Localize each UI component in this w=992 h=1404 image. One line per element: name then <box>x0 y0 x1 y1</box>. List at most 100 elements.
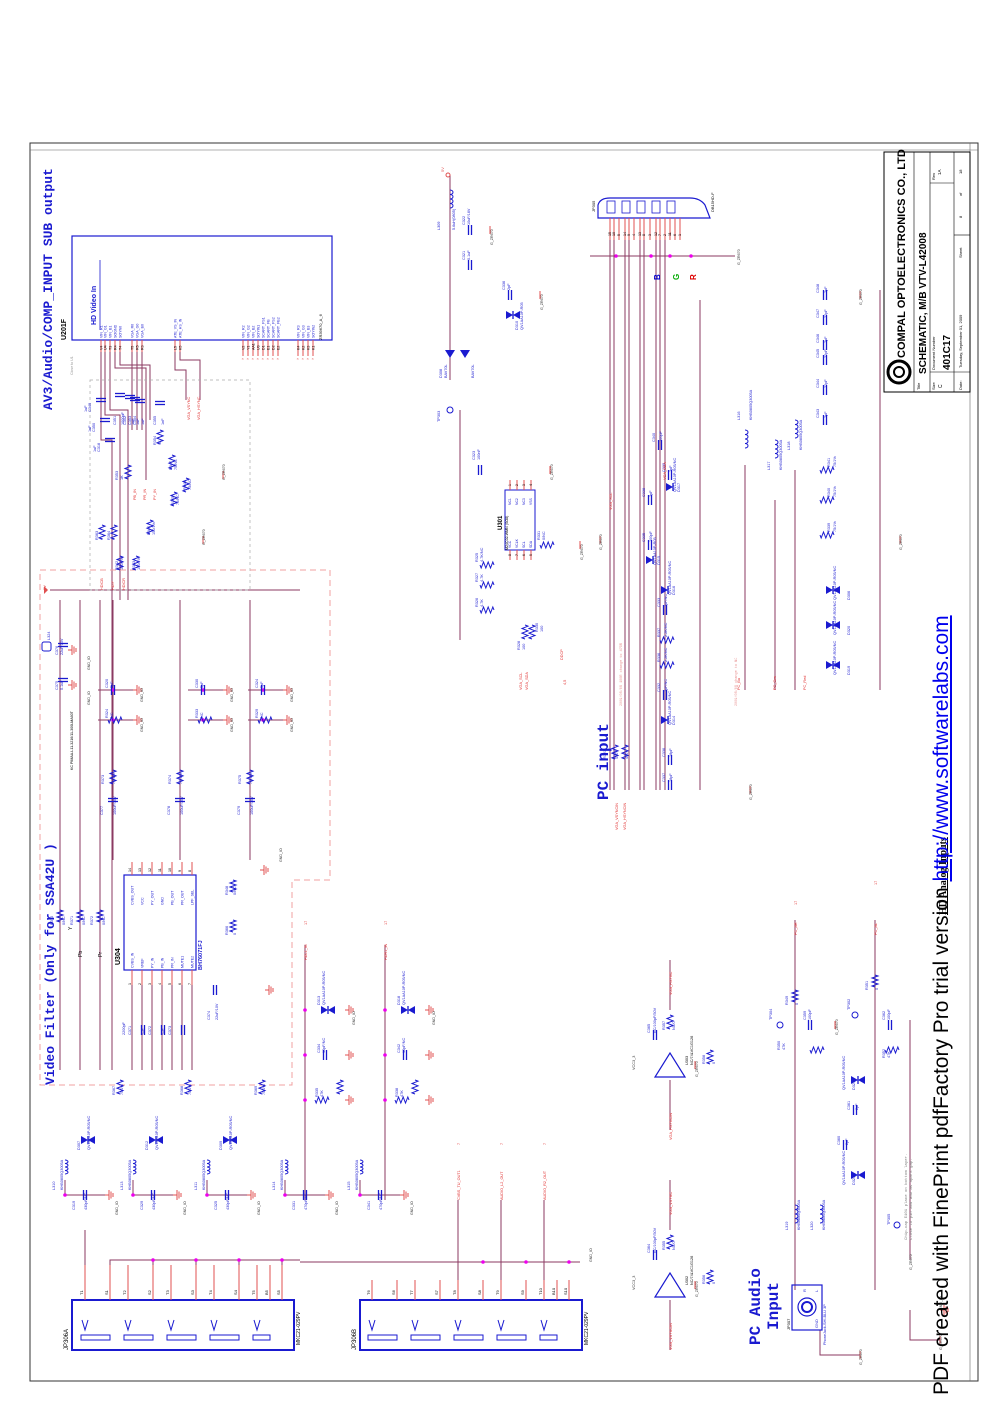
connector-contact <box>454 1319 462 1332</box>
u201f-part: ZR39670_A_6 <box>318 313 323 340</box>
pin-name: SOGND <box>114 324 118 338</box>
hd-analog-inputs-title: HD Analog Inputs <box>938 837 949 915</box>
resistor-symbol <box>620 744 630 760</box>
power-arrow-icon <box>44 586 48 594</box>
net-g-zr670: G_ZR670 <box>540 294 544 310</box>
net-label-ddcp: DDCP <box>560 649 564 660</box>
component-value: 100uF/16V <box>250 796 254 815</box>
component-ref: R337 <box>657 628 661 637</box>
component-ref: D310 <box>515 321 519 330</box>
component-ref: L318 <box>787 442 791 450</box>
pin-number: R5 <box>136 345 140 350</box>
test-point-icon <box>446 406 454 414</box>
component-value: 47K <box>400 1090 404 1097</box>
resistor-symbol <box>183 1079 193 1095</box>
resistor-symbol <box>870 974 880 988</box>
pin-name: VIN_G1 <box>104 325 108 338</box>
component-ref: L320 <box>810 1222 814 1230</box>
component-value: 4.7K <box>480 599 484 607</box>
net-g-zr670: G_ZR670 <box>899 534 903 550</box>
resistor-symbol <box>410 1079 420 1095</box>
component-ref: R364 <box>107 531 111 540</box>
pin-number: 3 <box>522 484 526 486</box>
component-value: 75/NC <box>176 494 180 505</box>
inductor-symbol <box>132 1159 137 1175</box>
db15-contact <box>606 200 616 214</box>
component-value: 470pF/NC <box>379 1192 383 1210</box>
diode-symbol <box>230 1136 237 1144</box>
component-ref: C361 <box>847 1101 851 1110</box>
component-value: 75/1% <box>249 773 253 784</box>
component-value: 1uF <box>141 418 145 425</box>
component-ref: R326 <box>475 598 479 607</box>
d308-part: BAV70L <box>471 364 475 378</box>
phone-jack-body <box>791 1284 823 1331</box>
component-value: 10pF/NC <box>402 1038 406 1053</box>
wire-vin-b1 <box>109 352 129 600</box>
connector-contact <box>540 1319 548 1332</box>
pin-name: PB_IN <box>161 957 165 968</box>
pin-number: D1 <box>262 345 266 350</box>
junction-dot <box>358 1193 362 1197</box>
component-ref: R351 <box>865 981 869 990</box>
connector-contact <box>367 1334 398 1341</box>
db15-connector-shell <box>597 197 711 219</box>
pin-number: 2 <box>663 234 667 236</box>
net-5v: 5V <box>440 167 445 172</box>
component-value: QV1AA10P-R05/NC <box>668 691 672 725</box>
component-value: 1uF <box>131 418 135 425</box>
change-note-2: 2009/08/08 change to NC <box>734 658 739 706</box>
pin-name: PR_OUT <box>181 890 185 905</box>
pin-name: SOYIN1 <box>257 325 261 338</box>
component-value: 0/NC <box>542 531 546 540</box>
pin-name: VCC <box>508 540 512 548</box>
junction-dot <box>524 1260 528 1264</box>
connector-contact <box>252 1334 271 1341</box>
junction-dot <box>303 1053 307 1057</box>
diode-symbol <box>826 661 833 669</box>
pin-name: ATE_HS_IN <box>179 318 183 338</box>
db15-contact <box>651 200 661 214</box>
diode-symbol <box>513 311 520 319</box>
connector-contact <box>210 1319 218 1332</box>
component-value: 1uF <box>136 418 140 425</box>
component-value: 0.1uF <box>467 250 471 260</box>
pin-number: 8 <box>642 234 646 236</box>
pin-name: MUTE2 <box>191 956 195 968</box>
component-value: 0/NC <box>82 916 86 925</box>
pin-number: T10 <box>538 1287 543 1295</box>
net-gnd-io: GND_IO <box>939 1296 943 1310</box>
footer-link[interactable]: http://www.softwarelabs.com <box>930 615 953 882</box>
resistor-symbol <box>245 769 255 785</box>
component-value: 100 <box>540 626 544 632</box>
diode-d308 <box>445 350 455 358</box>
video-filter-region <box>39 569 331 1086</box>
component-ref: C353 <box>128 416 132 425</box>
sheet-ref: 17 <box>304 921 308 925</box>
resistor-symbol <box>228 919 238 933</box>
component-ref: R343 <box>132 561 136 570</box>
component-value: 1000pF <box>121 411 125 425</box>
junction-dot <box>614 254 618 258</box>
no-connect-mark: × <box>272 356 275 361</box>
net-label-vga-hsync: VGA_HSYNC <box>669 971 673 995</box>
component-ref: D324 <box>852 1081 856 1090</box>
component-value: 75/1% <box>188 1084 192 1095</box>
connector-contact <box>368 1319 376 1332</box>
component-ref: L310 <box>52 1182 56 1190</box>
pin-number: S6 <box>391 1289 396 1295</box>
net-g-zr670: G_ZR670 <box>599 534 603 550</box>
pin-number: S2 <box>147 1289 152 1295</box>
component-ref: R325 <box>475 553 479 562</box>
wire <box>819 1330 860 1356</box>
component-value: 75/1% <box>179 773 183 784</box>
component-ref: L309 <box>437 222 441 230</box>
component-ref: C347 <box>816 309 820 318</box>
component-value: KHB0805Q3005A <box>60 1159 64 1190</box>
connector-contact <box>80 1334 111 1341</box>
jp306b-body <box>359 1299 583 1351</box>
net-gnd-io: GND_IO <box>290 718 294 732</box>
component-ref: C375 <box>55 681 59 690</box>
buffer-symbol <box>653 1051 687 1078</box>
